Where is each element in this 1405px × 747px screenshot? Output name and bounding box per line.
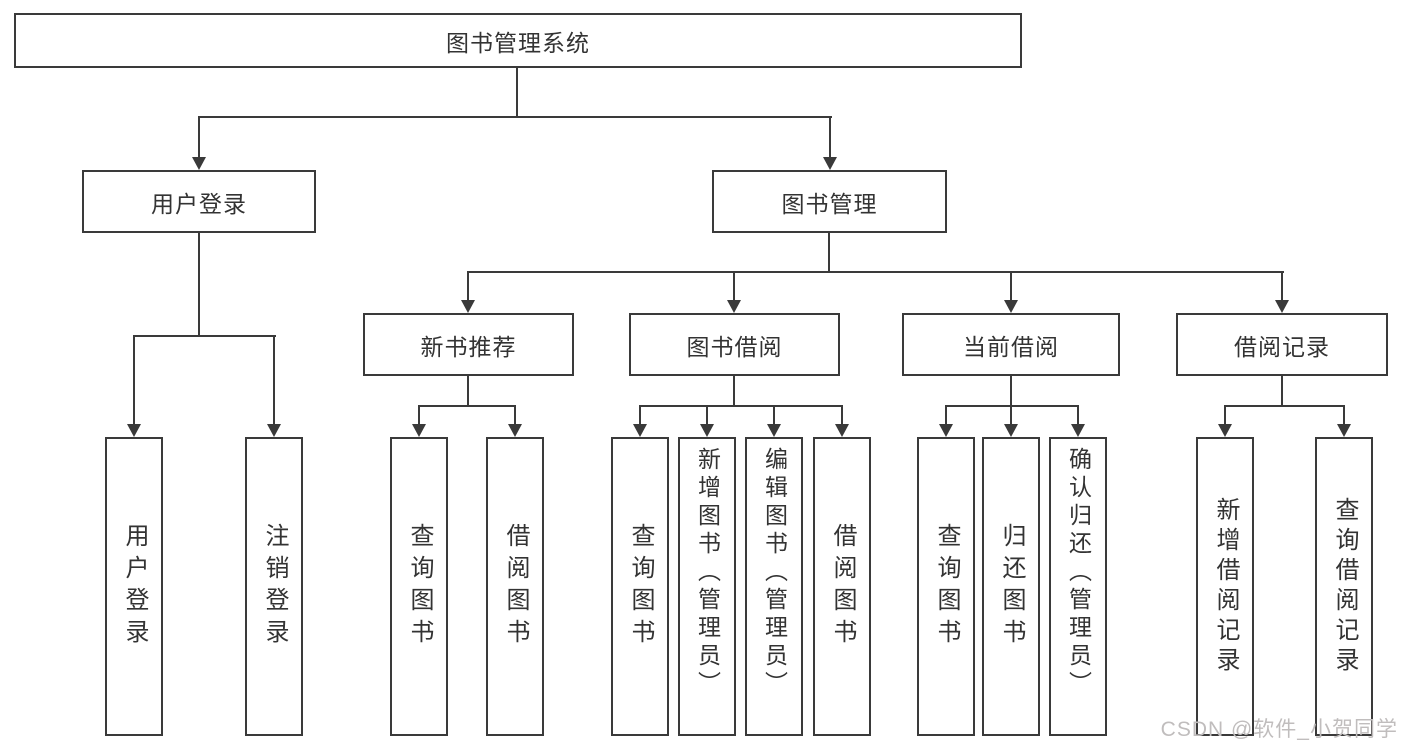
leaf-user-login-label: 用户登录: [121, 522, 148, 651]
node-borrow-records: 借阅记录: [1176, 313, 1388, 376]
arrow-down-icon: [412, 424, 426, 437]
node-book-borrow: 图书借阅: [629, 313, 840, 376]
arrow-down-icon: [1218, 424, 1232, 437]
connector-bar: [1224, 405, 1345, 407]
leaf-edit-book-admin: 编辑图书（管理员）: [745, 437, 803, 736]
leaf-query-books-current: 查询图书: [917, 437, 975, 736]
leaf-logout: 注销登录: [245, 437, 303, 736]
node-current-borrow-label: 当前借阅: [963, 333, 1059, 360]
arrow-down-icon: [267, 424, 281, 437]
leaf-borrow-books-label: 借阅图书: [829, 522, 856, 651]
node-new-book-recommend: 新书推荐: [363, 313, 574, 376]
connector-to-leaf: [273, 335, 275, 425]
connector-to-leaf: [418, 405, 420, 425]
arrow-down-icon: [835, 424, 849, 437]
connector-to-leaf: [639, 405, 641, 425]
connector-to-book-management: [829, 116, 831, 158]
arrow-down-icon: [192, 157, 206, 170]
watermark: CSDN @软件_小贺同学: [1160, 718, 1398, 741]
arrow-down-icon: [508, 424, 522, 437]
arrow-down-icon: [633, 424, 647, 437]
arrow-down-icon: [823, 157, 837, 170]
node-book-management: 图书管理: [712, 170, 947, 233]
node-book-borrow-label: 图书借阅: [686, 333, 783, 360]
arrow-down-icon: [1004, 300, 1018, 313]
connector-stem: [467, 376, 469, 407]
leaf-query-books-borrow-label: 查询图书: [627, 522, 654, 651]
leaf-add-book-admin: 新增图书（管理员）: [678, 437, 736, 736]
leaf-return-books-label: 归还图书: [998, 522, 1025, 651]
connector-to-user-login: [198, 116, 200, 158]
connector-stem: [1281, 376, 1283, 407]
connector-book-mgmt-stem: [828, 233, 830, 273]
node-book-management-label: 图书管理: [781, 190, 878, 217]
leaf-borrow-books: 借阅图书: [813, 437, 871, 736]
arrow-down-icon: [461, 300, 475, 313]
arrow-down-icon: [1004, 424, 1018, 437]
connector-bar: [945, 405, 1079, 407]
arrow-down-icon: [700, 424, 714, 437]
leaf-edit-book-admin-label: 编辑图书（管理员）: [761, 447, 788, 699]
leaf-query-borrow-record-label: 查询借阅记录: [1331, 496, 1358, 677]
arrow-down-icon: [727, 300, 741, 313]
connector-user-login-stem: [198, 233, 200, 337]
node-user-login: 用户登录: [82, 170, 316, 233]
node-current-borrow: 当前借阅: [902, 313, 1120, 376]
connector-to-leaf: [514, 405, 516, 425]
leaf-logout-label: 注销登录: [261, 522, 288, 651]
arrow-down-icon: [1337, 424, 1351, 437]
arrow-down-icon: [1275, 300, 1289, 313]
connector-to-borrow-records: [1281, 271, 1283, 301]
arrow-down-icon: [939, 424, 953, 437]
connector-to-new-book: [467, 271, 469, 301]
leaf-query-books-recommend: 查询图书: [390, 437, 448, 736]
connector-stem: [1010, 376, 1012, 407]
leaf-confirm-return-admin-label: 确认归还（管理员）: [1065, 447, 1092, 699]
connector-to-leaf: [1343, 405, 1345, 425]
connector-root-bar: [198, 116, 832, 118]
connector-user-login-bar: [133, 335, 276, 337]
leaf-confirm-return-admin: 确认归还（管理员）: [1049, 437, 1107, 736]
arrow-down-icon: [1071, 424, 1085, 437]
connector-to-book-borrow: [733, 271, 735, 301]
node-borrow-records-label: 借阅记录: [1234, 333, 1330, 360]
connector-to-leaf: [1224, 405, 1226, 425]
connector-book-mgmt-bar: [467, 271, 1284, 273]
connector-bar: [418, 405, 516, 407]
connector-root-stem: [516, 68, 518, 118]
arrow-down-icon: [767, 424, 781, 437]
connector-to-leaf: [706, 405, 708, 425]
leaf-query-borrow-record: 查询借阅记录: [1315, 437, 1373, 736]
leaf-query-books-borrow: 查询图书: [611, 437, 669, 736]
leaf-query-books-current-label: 查询图书: [933, 522, 960, 651]
node-user-login-label: 用户登录: [151, 190, 247, 217]
leaf-add-borrow-record-label: 新增借阅记录: [1212, 496, 1239, 677]
leaf-add-book-admin-label: 新增图书（管理员）: [694, 447, 721, 699]
connector-to-leaf: [773, 405, 775, 425]
leaf-borrow-books-recommend: 借阅图书: [486, 437, 544, 736]
arrow-down-icon: [127, 424, 141, 437]
node-root: 图书管理系统: [14, 13, 1022, 68]
connector-bar: [639, 405, 843, 407]
connector-to-leaf: [1077, 405, 1079, 425]
connector-to-leaf: [133, 335, 135, 425]
leaf-add-borrow-record: 新增借阅记录: [1196, 437, 1254, 736]
leaf-return-books: 归还图书: [982, 437, 1040, 736]
connector-to-leaf: [1010, 405, 1012, 425]
connector-to-leaf: [841, 405, 843, 425]
connector-to-current-borrow: [1010, 271, 1012, 301]
node-root-label: 图书管理系统: [446, 29, 590, 56]
leaf-query-books-recommend-label: 查询图书: [406, 522, 433, 651]
connector-to-leaf: [945, 405, 947, 425]
leaf-user-login: 用户登录: [105, 437, 163, 736]
node-new-book-recommend-label: 新书推荐: [420, 333, 517, 360]
connector-stem: [733, 376, 735, 407]
leaf-borrow-books-recommend-label: 借阅图书: [502, 522, 529, 651]
